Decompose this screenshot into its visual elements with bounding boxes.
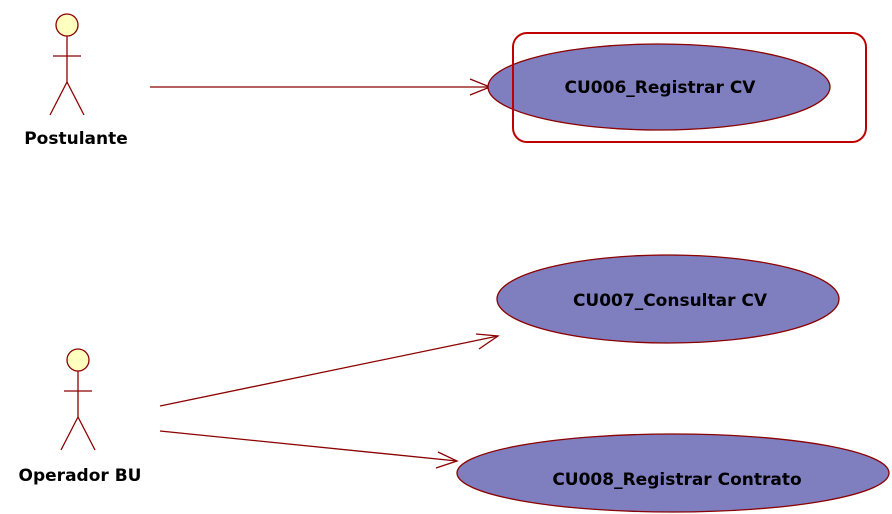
association-postulante-cu006[interactable] — [150, 78, 492, 96]
selection-frame — [512, 32, 867, 143]
stick-figure-icon — [49, 13, 85, 116]
use-case-cu007[interactable]: CU007_Consultar CV — [496, 254, 840, 344]
actor-label: Operador BU — [19, 466, 142, 486]
use-case-label: CU006_Registrar CV — [565, 78, 757, 98]
use-case-cu006[interactable]: CU006_Registrar CV — [487, 32, 867, 143]
association-operador-cu008[interactable] — [159, 430, 459, 469]
actor-postulante[interactable]: Postulante — [24, 13, 128, 149]
use-case-cu008[interactable]: CU008_Registrar Contrato — [456, 433, 890, 513]
actor-operador-bu[interactable]: Operador BU — [19, 348, 142, 486]
use-case-label: CU007_Consultar CV — [573, 291, 768, 311]
actor-label: Postulante — [24, 129, 128, 149]
use-case-label: CU008_Registrar Contrato — [552, 470, 801, 490]
association-operador-cu007[interactable] — [159, 333, 500, 407]
stick-figure-icon — [60, 348, 96, 451]
